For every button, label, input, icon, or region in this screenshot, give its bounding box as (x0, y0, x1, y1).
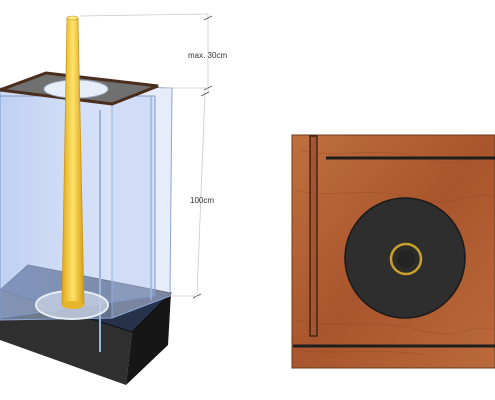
perspective-view: max. 30cm 100cm (0, 13, 227, 385)
height-max-label: max. 30cm (188, 51, 227, 60)
yellow-tube (61, 15, 85, 309)
left-slot (309, 135, 318, 337)
tube-hole (397, 250, 415, 268)
dimension-lines (79, 13, 213, 299)
height-label: 100cm (190, 196, 214, 205)
top-view (291, 134, 495, 369)
